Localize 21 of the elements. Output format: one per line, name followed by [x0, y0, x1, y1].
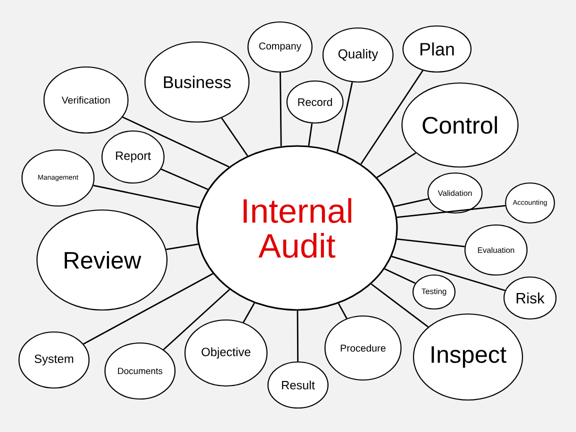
connector-line	[396, 204, 506, 218]
connector-line	[394, 198, 429, 208]
connector-line	[280, 72, 282, 146]
connector-line	[360, 70, 424, 164]
connector-line	[163, 288, 230, 350]
connector-line	[220, 117, 248, 156]
connector-line	[370, 283, 429, 328]
connector-line	[122, 116, 230, 168]
connector-line	[166, 244, 198, 250]
connector-line	[308, 123, 313, 146]
connector-line	[384, 268, 416, 284]
connector-line	[336, 82, 353, 152]
connector-line	[338, 303, 348, 319]
connector-line	[242, 302, 255, 323]
connector-line	[396, 238, 465, 248]
connector-line	[296, 310, 299, 362]
connector-line	[160, 168, 208, 190]
connector-line	[391, 256, 506, 292]
connector-line	[376, 152, 416, 178]
connector-line	[83, 273, 214, 345]
connector-line	[93, 184, 200, 208]
